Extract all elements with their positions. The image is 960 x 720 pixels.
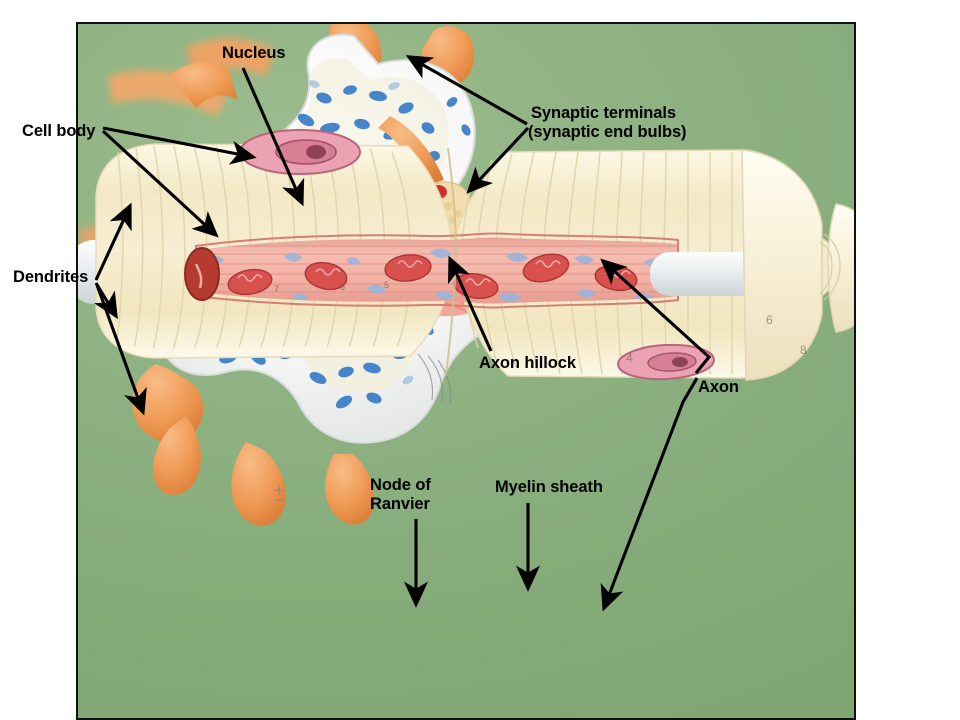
axon-cross-section xyxy=(184,247,220,301)
svg-text:6: 6 xyxy=(340,282,345,292)
axoplasm xyxy=(198,237,678,304)
svg-text:7: 7 xyxy=(274,284,279,294)
schwann-cell-nucleus-top xyxy=(239,129,361,175)
neuron-model-artwork: 6 5 7 xyxy=(78,24,854,526)
svg-text:5: 5 xyxy=(384,280,389,290)
neuron-model-photograph: 6 5 7 xyxy=(76,22,856,720)
terminal-segment-1 xyxy=(741,149,823,381)
svg-text:4: 4 xyxy=(626,351,633,365)
terminal-segment-2 xyxy=(827,203,854,333)
svg-text:6: 6 xyxy=(766,313,773,327)
svg-text:8: 8 xyxy=(800,343,807,357)
